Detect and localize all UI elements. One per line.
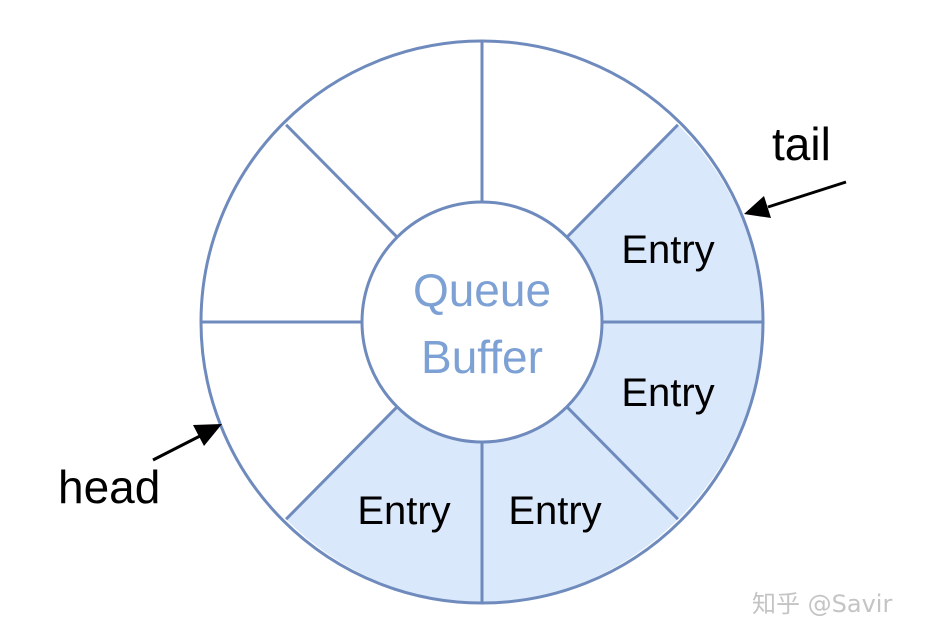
watermark: 知乎 @Savir — [752, 590, 892, 618]
head-arrow-head — [193, 424, 222, 446]
tail-arrow-head — [744, 196, 771, 218]
segment-0-filled — [567, 124, 763, 322]
tail-arrow-shaft — [767, 180, 847, 209]
segment-2-filled — [482, 406, 678, 603]
segment-3-filled — [286, 406, 482, 603]
entry-label: Entry — [508, 489, 601, 533]
head-arrow-shaft — [152, 434, 201, 462]
center-label-line2: Buffer — [421, 331, 543, 383]
entry-label: Entry — [357, 489, 450, 533]
segment-dividers — [201, 41, 763, 603]
center-label-line1: Queue — [413, 264, 551, 316]
head-label: head — [58, 461, 160, 513]
segment-1-filled — [567, 322, 763, 520]
center-hub — [360, 200, 604, 444]
tail-label: tail — [772, 118, 831, 170]
entry-label: Entry — [621, 371, 714, 415]
entry-label: Entry — [621, 228, 714, 272]
